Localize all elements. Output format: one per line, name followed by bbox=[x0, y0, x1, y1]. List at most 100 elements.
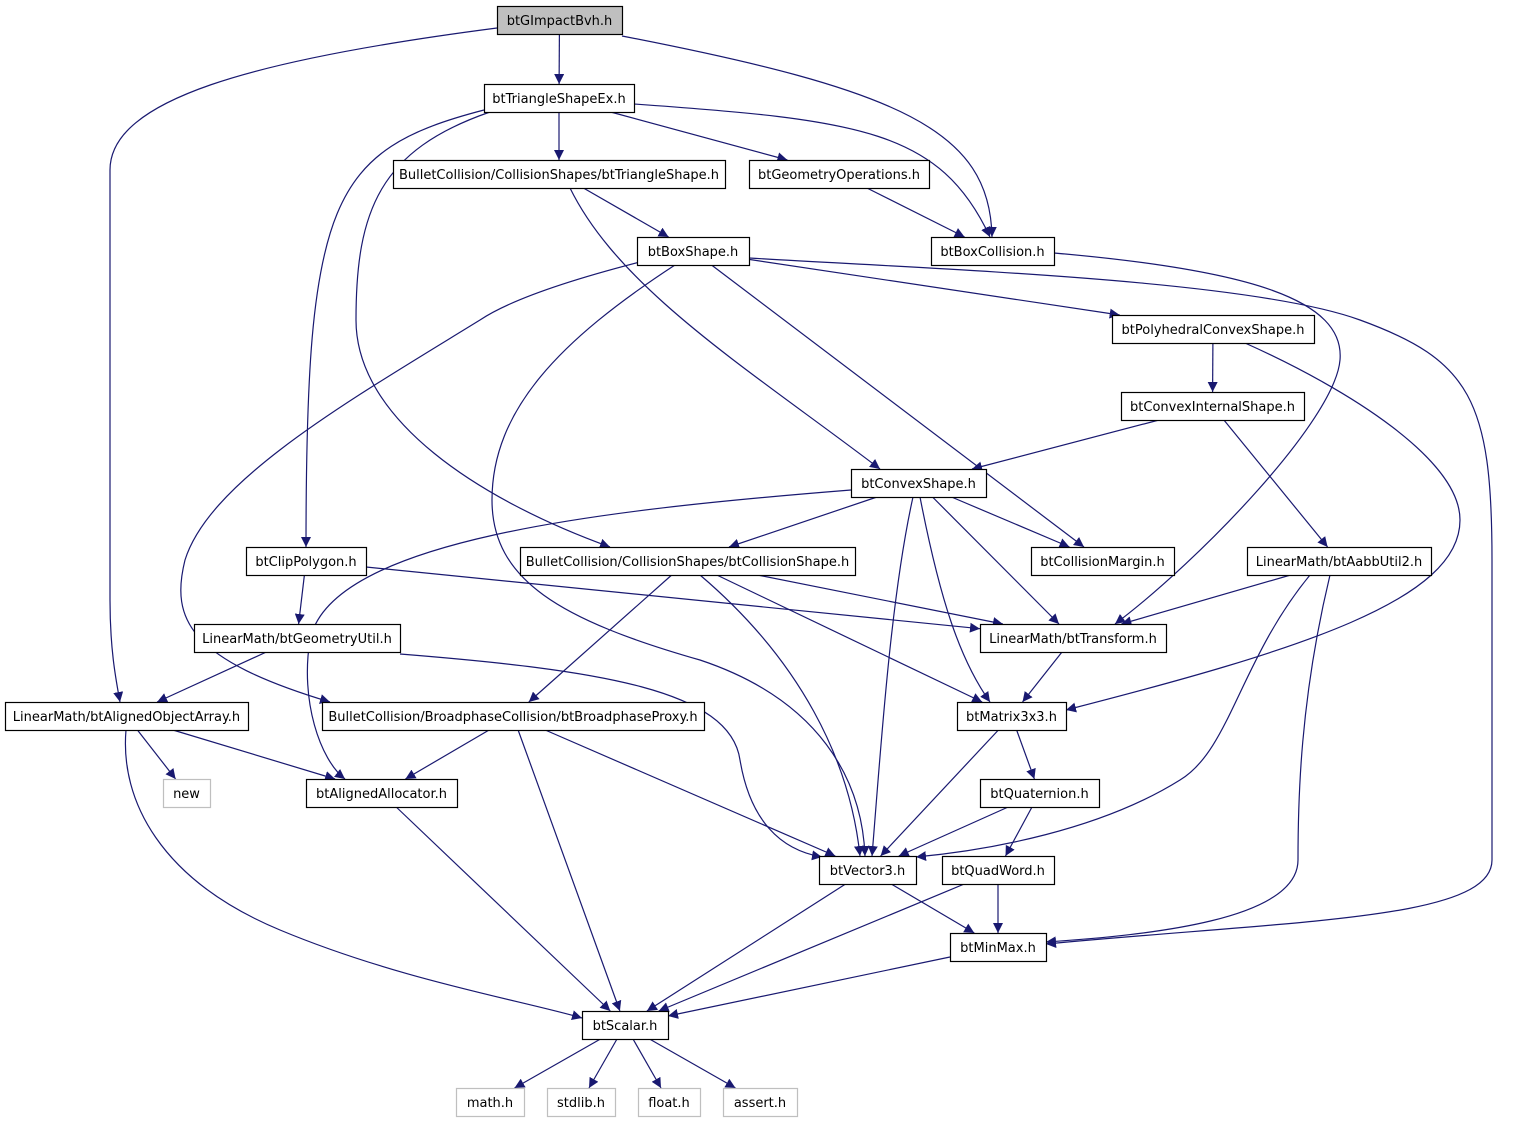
node-box bbox=[850, 468, 988, 499]
node-box bbox=[1246, 546, 1433, 577]
edge-convshape-to-matrix bbox=[919, 496, 991, 703]
node-boxcoll[interactable]: btBoxCollision.h bbox=[930, 236, 1056, 267]
edge-gimpact-to-alignarr bbox=[109, 27, 498, 703]
node-box bbox=[637, 1087, 702, 1118]
edge-collshape-to-vector bbox=[699, 574, 864, 857]
node-label: btBoxCollision.h bbox=[940, 245, 1044, 260]
node-scalar[interactable]: btScalar.h bbox=[581, 1010, 670, 1041]
edge-convshape-to-alloc bbox=[306, 489, 852, 780]
node-label: btVector3.h bbox=[830, 864, 905, 879]
edge-line bbox=[544, 729, 836, 857]
edge-line bbox=[632, 1038, 662, 1089]
node-gimpact[interactable]: btGImpactBvh.h bbox=[496, 5, 624, 36]
node-box bbox=[4, 701, 250, 732]
node-box bbox=[636, 236, 751, 267]
edge-bproxy-to-vector bbox=[544, 729, 836, 857]
node-clippoly[interactable]: btClipPolygon.h bbox=[245, 546, 368, 577]
node-trishape[interactable]: BulletCollision/CollisionShapes/btTriang… bbox=[392, 159, 727, 190]
edge-trishape-to-convshape bbox=[569, 187, 881, 470]
node-label: btMatrix3x3.h bbox=[966, 710, 1057, 725]
edge-collshape-to-matrix bbox=[716, 574, 983, 703]
node-quat[interactable]: btQuaternion.h bbox=[979, 778, 1101, 809]
node-convshape[interactable]: btConvexShape.h bbox=[850, 468, 988, 499]
edge-line bbox=[365, 566, 981, 633]
edge-convshape-to-transform bbox=[932, 496, 1060, 625]
edge-boxshape-to-polyconv bbox=[748, 258, 1120, 319]
node-box bbox=[392, 159, 727, 190]
edge-line bbox=[301, 109, 485, 548]
node-alignarr[interactable]: LinearMath/btAlignedObjectArray.h bbox=[4, 701, 250, 732]
edge-trishape-to-boxshape bbox=[583, 187, 669, 238]
node-label: btQuaternion.h bbox=[990, 787, 1088, 802]
edge-line bbox=[748, 257, 1493, 949]
edge-line bbox=[667, 956, 951, 1019]
edge-line bbox=[136, 729, 177, 780]
node-collmargin[interactable]: btCollisionMargin.h bbox=[1030, 546, 1176, 577]
node-vector[interactable]: btVector3.h bbox=[818, 855, 918, 886]
edge-line bbox=[172, 729, 336, 781]
edge-line bbox=[405, 729, 490, 780]
node-convint[interactable]: btConvexInternalShape.h bbox=[1120, 391, 1306, 422]
node-label: btGImpactBvh.h bbox=[507, 14, 613, 29]
edge-triex-to-geomops bbox=[610, 111, 788, 163]
edge-line bbox=[583, 187, 669, 238]
node-bproxy[interactable]: BulletCollision/BroadphaseCollision/btBr… bbox=[321, 701, 706, 732]
edge-line bbox=[633, 103, 991, 238]
node-label: btAlignedAllocator.h bbox=[316, 787, 447, 802]
edge-transform-to-matrix bbox=[1022, 651, 1063, 703]
edge-polyconv-to-matrix bbox=[1065, 342, 1461, 713]
edge-line bbox=[109, 27, 498, 703]
edge-line bbox=[932, 496, 1060, 625]
edge-convshape-to-collshape bbox=[728, 496, 878, 549]
node-geomutil[interactable]: LinearMath/btGeometryUtil.h bbox=[193, 623, 402, 654]
node-geomops[interactable]: btGeometryOperations.h bbox=[748, 159, 931, 190]
edge-minmax-to-scalar bbox=[667, 956, 951, 1019]
node-box bbox=[321, 701, 706, 732]
edge-line bbox=[355, 111, 611, 549]
edge-line bbox=[395, 806, 611, 1012]
node-label: btTriangleShapeEx.h bbox=[492, 92, 625, 107]
edge-scalar-to-float bbox=[632, 1038, 662, 1089]
node-box bbox=[455, 1087, 526, 1118]
node-polyconv[interactable]: btPolyhedralConvexShape.h bbox=[1111, 314, 1316, 345]
node-box bbox=[581, 1010, 670, 1041]
edge-triex-to-clippoly bbox=[301, 109, 485, 548]
edge-boxshape-to-collmargin bbox=[711, 264, 1085, 548]
node-label: BulletCollision/BroadphaseCollision/btBr… bbox=[328, 710, 697, 725]
node-label: btCollisionMargin.h bbox=[1040, 555, 1165, 570]
edge-line bbox=[1045, 574, 1331, 947]
node-label: btBoxShape.h bbox=[648, 245, 739, 260]
edge-geomutil-to-alignarr bbox=[156, 651, 267, 703]
edge-line bbox=[867, 496, 914, 857]
edge-aabb-to-minmax bbox=[1045, 574, 1331, 947]
node-quadword[interactable]: btQuadWord.h bbox=[941, 855, 1056, 886]
node-label: LinearMath/btTransform.h bbox=[989, 632, 1157, 647]
node-label: btClipPolygon.h bbox=[255, 555, 356, 570]
node-label: btQuadWord.h bbox=[951, 864, 1045, 879]
edge-line bbox=[711, 264, 1085, 548]
edge-boxshape-to-minmax bbox=[748, 257, 1493, 949]
node-collshape[interactable]: BulletCollision/CollisionShapes/btCollis… bbox=[519, 546, 857, 577]
node-triex[interactable]: btTriangleShapeEx.h bbox=[483, 83, 636, 114]
node-box bbox=[979, 623, 1168, 654]
node-alloc[interactable]: btAlignedAllocator.h bbox=[305, 778, 459, 809]
node-box bbox=[941, 855, 1056, 886]
edge-triex-to-collshape bbox=[355, 111, 611, 549]
edge-vector-to-scalar bbox=[646, 883, 846, 1012]
node-assert: assert.h bbox=[722, 1087, 799, 1118]
edge-line bbox=[658, 883, 965, 1012]
node-aabb[interactable]: LinearMath/btAabbUtil2.h bbox=[1246, 546, 1433, 577]
edge-boxshape-to-vector bbox=[491, 264, 870, 857]
node-box bbox=[748, 159, 931, 190]
node-boxshape[interactable]: btBoxShape.h bbox=[636, 236, 751, 267]
edge-triex-to-boxcoll bbox=[633, 103, 991, 238]
edge-line bbox=[156, 651, 267, 703]
node-transform[interactable]: LinearMath/btTransform.h bbox=[979, 623, 1168, 654]
node-label: LinearMath/btGeometryUtil.h bbox=[202, 632, 392, 647]
node-minmax[interactable]: btMinMax.h bbox=[949, 932, 1048, 963]
node-layer: btGImpactBvh.h btTriangleShapeEx.hBulletC… bbox=[4, 5, 1433, 1118]
node-label: btConvexInternalShape.h bbox=[1130, 400, 1295, 415]
node-matrix[interactable]: btMatrix3x3.h bbox=[956, 701, 1068, 732]
node-box bbox=[979, 778, 1101, 809]
edge-line bbox=[491, 264, 870, 857]
